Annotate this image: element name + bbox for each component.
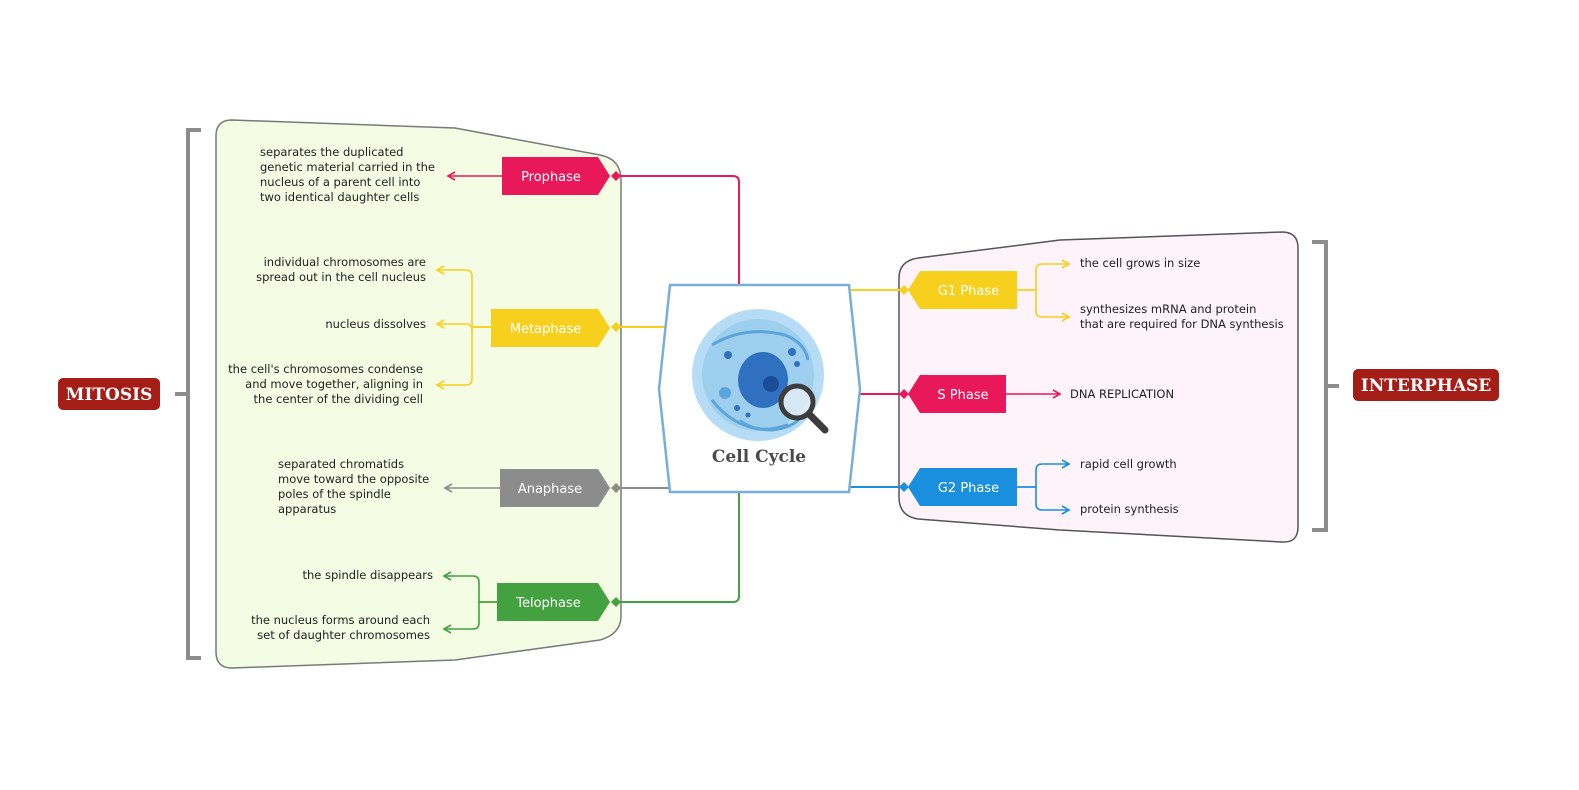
phase-note-line: rapid cell growth <box>1080 457 1177 471</box>
branch-line <box>437 269 491 328</box>
phase-note: the cell grows in size <box>1080 256 1200 270</box>
arrowhead <box>1061 259 1071 269</box>
phase-note: the spindle disappears <box>302 568 433 582</box>
center-node[interactable]: Cell Cycle <box>657 283 862 494</box>
phase-note-line: two identical daughter cells <box>260 190 419 204</box>
phase-node-shape[interactable] <box>908 375 1006 413</box>
phase-label: Metaphase <box>510 322 582 337</box>
phase-node-shape[interactable] <box>497 583 610 621</box>
arrowhead <box>1061 459 1071 469</box>
phase-note-line: apparatus <box>278 502 336 516</box>
phase-node-shape[interactable] <box>502 157 610 195</box>
phase-note-line: protein synthesis <box>1080 502 1179 516</box>
mitosis-label-badge: MITOSIS <box>58 378 160 410</box>
center-title: Cell Cycle <box>712 447 806 467</box>
phase-note-line: the nucleus forms around each <box>251 613 430 627</box>
center-connectors <box>617 175 904 603</box>
connector-diamond <box>899 389 909 399</box>
phase-note-line: move toward the opposite <box>278 472 429 486</box>
phase-note-line: the spindle disappears <box>302 568 433 582</box>
connector-diamond <box>611 483 621 493</box>
phase-label: Telophase <box>515 596 581 611</box>
phase-node-shape[interactable] <box>500 469 610 507</box>
branch-line <box>1017 486 1069 511</box>
mitosis-bracket <box>175 128 201 660</box>
phase-note-line: nucleus dissolves <box>325 317 426 331</box>
interphase-label-badge: INTERPHASE <box>1353 369 1499 401</box>
connector-diamond <box>611 322 621 332</box>
phase-label: Prophase <box>521 170 581 185</box>
phase-note-line: individual chromosomes are <box>264 255 426 269</box>
branch-line <box>437 326 491 386</box>
arrowhead <box>1052 389 1062 399</box>
phase-g1-phase[interactable]: G1 Phase the cell grows in size synthesize… <box>899 256 1284 331</box>
arrowhead <box>435 319 445 329</box>
interphase-label: INTERPHASE <box>1361 376 1492 396</box>
phase-note-line: synthesizes mRNA and protein <box>1080 302 1256 316</box>
phase-note-line: genetic material carried in the <box>260 160 435 174</box>
phase-node-shape[interactable] <box>908 271 1017 309</box>
phase-note-line: set of daughter chromosomes <box>257 628 430 642</box>
phase-note-line: the center of the dividing cell <box>254 392 423 406</box>
phase-s-phase[interactable]: S Phase DNA REPLICATION <box>899 375 1174 413</box>
phase-note: rapid cell growth <box>1080 457 1177 471</box>
phase-node-shape[interactable] <box>491 309 610 347</box>
mitosis-panel <box>215 119 622 669</box>
connector-diamond <box>611 171 621 181</box>
branch-line <box>1017 463 1069 488</box>
phase-label: S Phase <box>937 388 988 403</box>
cell-magnifier-icon <box>692 309 829 441</box>
phase-note-line: the cell's chromosomes condense <box>228 362 423 376</box>
arrowhead <box>446 171 456 181</box>
branch-line <box>1017 263 1069 291</box>
branch-line <box>444 575 497 603</box>
arrowhead <box>435 380 445 390</box>
arrowhead <box>1061 505 1071 515</box>
phase-label: G2 Phase <box>938 481 999 496</box>
phase-note-line: DNA REPLICATION <box>1070 387 1174 401</box>
connector-diamond <box>899 482 909 492</box>
phase-note-line: and move together, aligning in <box>245 377 423 391</box>
mitosis-label: MITOSIS <box>66 385 153 405</box>
arrowhead <box>443 483 453 493</box>
branch-line <box>444 601 497 630</box>
phase-note-line: nucleus of a parent cell into <box>260 175 420 189</box>
phase-g2-phase[interactable]: G2 Phase rapid cell growth protein synthes… <box>899 457 1179 516</box>
connector-diamond <box>611 597 621 607</box>
phase-label: G1 Phase <box>938 284 999 299</box>
arrowhead <box>442 624 452 634</box>
phase-telophase[interactable]: Telophase the spindle disappears the nucle… <box>251 568 621 642</box>
phase-node-shape[interactable] <box>908 468 1017 506</box>
phase-note: protein synthesis <box>1080 502 1179 516</box>
phase-note-line: poles of the spindle <box>278 487 391 501</box>
arrowhead <box>435 265 445 275</box>
phase-note-line: separated chromatids <box>278 457 404 471</box>
phase-label: Anaphase <box>518 482 582 497</box>
arrowhead <box>442 571 452 581</box>
connector-diamond <box>899 285 909 295</box>
interphase-panel <box>898 231 1299 543</box>
phase-note: nucleus dissolves <box>325 317 426 331</box>
phase-note-line: separates the duplicated <box>260 145 403 159</box>
phase-note-line: spread out in the cell nucleus <box>256 270 426 284</box>
branch-line <box>1017 289 1069 318</box>
phase-note-line: the cell grows in size <box>1080 256 1200 270</box>
phase-note: DNA REPLICATION <box>1070 387 1174 401</box>
interphase-bracket <box>1312 240 1339 532</box>
arrowhead <box>1061 312 1071 322</box>
phase-note-line: that are required for DNA synthesis <box>1080 317 1284 331</box>
